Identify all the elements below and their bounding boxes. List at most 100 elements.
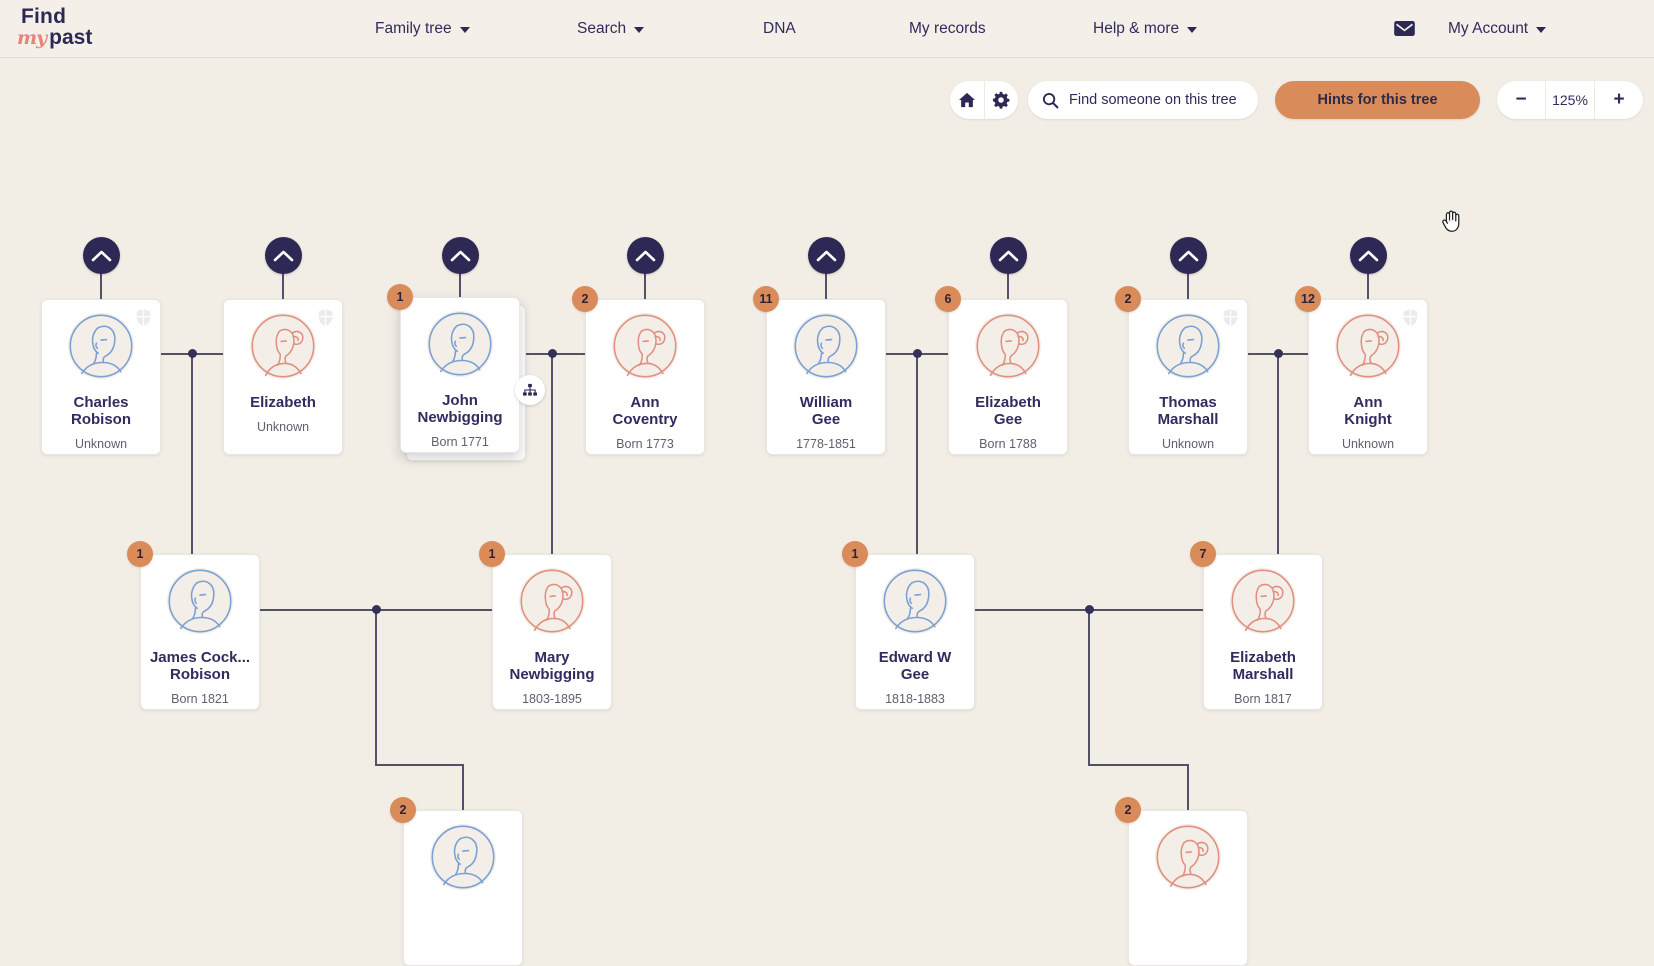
nav-item-search[interactable]: Search bbox=[577, 0, 645, 57]
person-avatar bbox=[430, 824, 496, 890]
chevron-down-icon bbox=[1536, 26, 1547, 33]
expand-ancestors-button[interactable] bbox=[989, 237, 1027, 274]
nav-item-help-more[interactable]: Help & more bbox=[1093, 0, 1198, 57]
hint-count-badge[interactable]: 1 bbox=[127, 541, 153, 567]
person-avatar bbox=[882, 568, 948, 634]
person-name-line: Mary bbox=[534, 649, 570, 666]
expand-ancestors-button[interactable] bbox=[1349, 237, 1387, 274]
chevron-up-icon bbox=[998, 250, 1018, 261]
search-input[interactable] bbox=[1067, 91, 1241, 109]
hint-count-badge[interactable]: 11 bbox=[753, 286, 779, 312]
hint-count-badge[interactable]: 6 bbox=[935, 286, 961, 312]
hints-for-tree-button[interactable]: Hints for this tree bbox=[1275, 81, 1480, 119]
union-dot bbox=[1274, 349, 1283, 358]
male-avatar-icon bbox=[793, 313, 859, 379]
logo-past: past bbox=[49, 26, 93, 49]
chevron-up-icon bbox=[450, 250, 470, 261]
connector-line bbox=[191, 355, 193, 554]
hint-count-badge[interactable]: 2 bbox=[390, 797, 416, 823]
hint-count-badge[interactable]: 2 bbox=[572, 286, 598, 312]
person-name-line: Ann bbox=[1353, 394, 1383, 411]
zoom-out-button[interactable]: − bbox=[1515, 89, 1527, 110]
person-avatar bbox=[250, 313, 316, 379]
hint-count-badge[interactable]: 2 bbox=[1115, 286, 1141, 312]
expand-ancestors-button[interactable] bbox=[82, 237, 120, 274]
male-avatar-icon bbox=[167, 568, 233, 634]
divider bbox=[983, 81, 985, 119]
connector-line bbox=[375, 611, 377, 766]
female-avatar-icon bbox=[1335, 313, 1401, 379]
expand-ancestors-button[interactable] bbox=[264, 237, 302, 274]
person-name-line: John bbox=[442, 392, 478, 409]
privacy-shield-icon bbox=[135, 308, 152, 332]
connector-line bbox=[825, 273, 827, 299]
my-account-button[interactable]: My Account bbox=[1448, 0, 1547, 57]
expand-ancestors-button[interactable] bbox=[441, 237, 479, 274]
person-avatar bbox=[1335, 313, 1401, 379]
connector-line bbox=[462, 764, 464, 810]
expand-ancestors-button[interactable] bbox=[807, 237, 845, 274]
view-tree-button[interactable] bbox=[515, 375, 545, 405]
person-name-line: Gee bbox=[811, 411, 841, 428]
union-dot bbox=[913, 349, 922, 358]
person-avatar bbox=[975, 313, 1041, 379]
person-dates: Born 1788 bbox=[979, 437, 1037, 451]
hint-count-badge[interactable]: 1 bbox=[387, 284, 413, 310]
hint-count-badge[interactable]: 2 bbox=[1115, 797, 1141, 823]
messages-button[interactable] bbox=[1394, 0, 1415, 57]
person-dates: Unknown bbox=[74, 437, 128, 451]
privacy-shield-icon bbox=[1402, 308, 1419, 332]
person-dates: Born 1817 bbox=[1234, 692, 1292, 706]
nav-item-family-tree[interactable]: Family tree bbox=[375, 0, 470, 57]
person-dates: 1818-1883 bbox=[885, 692, 945, 706]
nav-item-dna[interactable]: DNA bbox=[763, 19, 796, 37]
connector-line bbox=[100, 273, 102, 299]
male-avatar-icon bbox=[1155, 313, 1221, 379]
hint-count-badge[interactable]: 7 bbox=[1190, 541, 1216, 567]
expand-ancestors-button[interactable] bbox=[626, 237, 664, 274]
nav-item-my-records[interactable]: My records bbox=[909, 19, 986, 37]
tree-settings-button[interactable] bbox=[984, 81, 1018, 119]
privacy-shield-icon bbox=[1222, 308, 1239, 332]
connector-line bbox=[1007, 273, 1009, 299]
person-card[interactable] bbox=[1128, 810, 1248, 966]
gear-icon bbox=[993, 91, 1010, 109]
person-avatar bbox=[1155, 824, 1221, 890]
person-card[interactable] bbox=[403, 810, 523, 966]
connector-line bbox=[1367, 273, 1369, 299]
chevron-up-icon bbox=[635, 250, 655, 261]
person-avatar bbox=[68, 313, 134, 379]
person-name-line: Elizabeth bbox=[1230, 649, 1296, 666]
person-avatar bbox=[612, 313, 678, 379]
connector-line bbox=[282, 273, 284, 299]
person-name-line: Knight bbox=[1344, 411, 1392, 428]
tree-view-controls bbox=[950, 81, 1018, 119]
connector-line bbox=[1277, 355, 1279, 554]
connector-line bbox=[1187, 273, 1189, 299]
zoom-in-button[interactable]: + bbox=[1613, 89, 1625, 110]
person-dates: Unknown bbox=[1161, 437, 1215, 451]
hint-count-badge[interactable]: 1 bbox=[842, 541, 868, 567]
hint-count-badge[interactable]: 12 bbox=[1295, 286, 1321, 312]
expand-ancestors-button[interactable] bbox=[1169, 237, 1207, 274]
person-name-line: Thomas bbox=[1159, 394, 1217, 411]
hint-count-badge[interactable]: 1 bbox=[479, 541, 505, 567]
tree-search-box[interactable] bbox=[1028, 81, 1258, 119]
home-button[interactable] bbox=[950, 81, 984, 119]
